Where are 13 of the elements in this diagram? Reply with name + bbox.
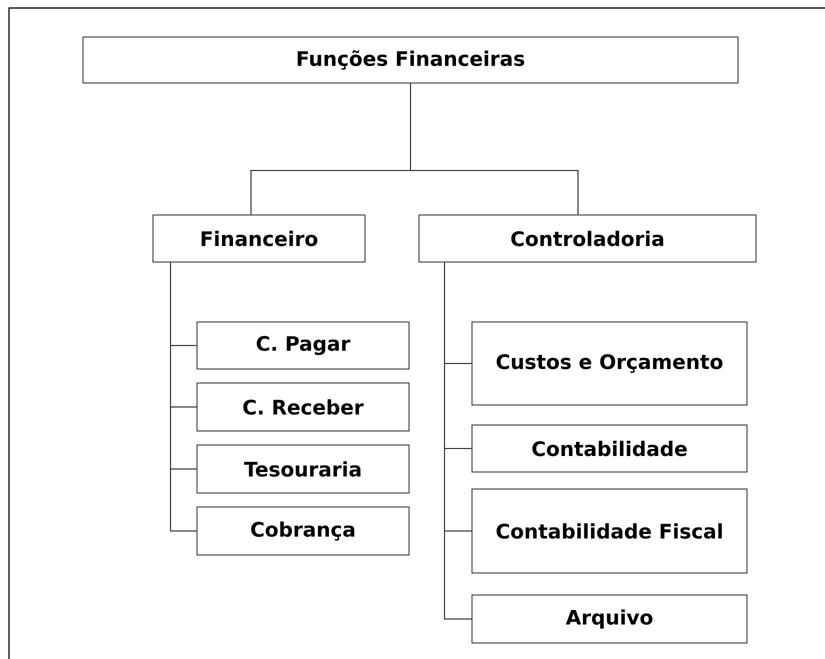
org-box: Controladoria: [418, 214, 756, 262]
org-box: Contabilidade Fiscal: [472, 488, 748, 574]
connector-line: [170, 262, 197, 532]
org-box: Tesouraria: [196, 444, 410, 494]
connector-line: [410, 83, 578, 215]
org-box: Contabilidade: [472, 424, 748, 472]
org-box: C. Receber: [196, 382, 410, 432]
org-box: Funções Financeiras: [82, 36, 738, 84]
org-box: Arquivo: [472, 594, 748, 644]
org-box: Financeiro: [152, 214, 366, 262]
org-box: C. Pagar: [196, 322, 410, 370]
org-box: Cobrança: [196, 506, 410, 556]
org-box: Custos e Orçamento: [472, 322, 748, 406]
